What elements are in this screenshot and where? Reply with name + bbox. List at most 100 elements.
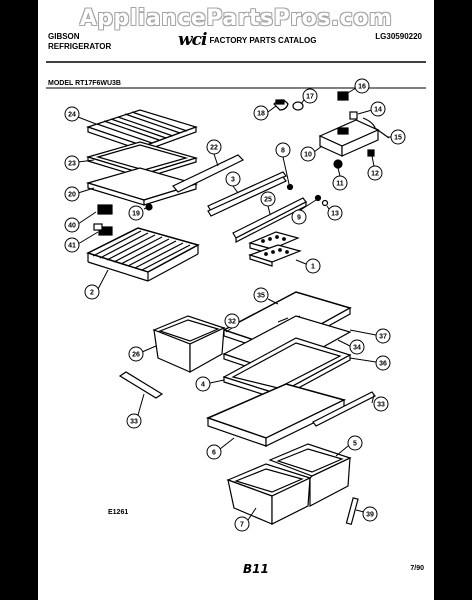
shelf-insert-part <box>85 167 199 206</box>
callout-3: 3 <box>225 171 241 194</box>
catalog-title: FACTORY PARTS CATALOG <box>209 35 317 45</box>
callout-6-label: 6 <box>212 450 216 457</box>
callout-20: 20 <box>64 186 95 202</box>
callout-25: 25 <box>260 191 276 215</box>
shelf-bracket-part <box>172 154 245 193</box>
callout-2-label: 2 <box>90 290 94 297</box>
callout-34-label: 34 <box>353 345 361 352</box>
callout-7-label: 7 <box>240 522 244 529</box>
callout-20-label: 20 <box>68 192 76 199</box>
callout-4-label: 4 <box>201 382 205 389</box>
callout-1-label: 1 <box>311 264 315 271</box>
callout-37: 37 <box>349 328 391 344</box>
callout-18: 18 <box>253 105 277 121</box>
callout-5-label: 5 <box>353 441 357 448</box>
date-label: 7/90 <box>410 565 424 572</box>
callout-24: 24 <box>64 106 97 125</box>
callout-3-label: 3 <box>231 177 235 184</box>
callout-16: 16 <box>345 78 370 95</box>
egg-tray-part <box>248 231 302 267</box>
callout-10-label: 10 <box>304 152 312 159</box>
brand-line-2: REFRIGERATOR <box>48 42 112 51</box>
callout-2: 2 <box>84 269 109 300</box>
callout-40-label: 40 <box>68 223 76 230</box>
watermark: AppliancePartsPros.com <box>79 6 393 31</box>
callout-14-label: 14 <box>374 107 382 114</box>
callout-12-label: 12 <box>371 171 379 178</box>
callout-32-label: 32 <box>228 319 236 326</box>
exploded-view-drawing: 24 23 20 40 41 19 22 3 8 25 9 13 1 2 18 … <box>46 61 426 532</box>
thermostat-knob-part <box>333 159 343 169</box>
crisper-drawers-part <box>226 443 352 525</box>
callout-22: 22 <box>206 139 222 167</box>
callout-25-label: 25 <box>264 197 272 204</box>
callout-1: 1 <box>295 258 321 274</box>
callout-34: 34 <box>337 339 365 355</box>
callout-23-label: 23 <box>68 161 76 168</box>
handle-part <box>345 497 359 526</box>
meat-drawer-part <box>152 315 226 374</box>
drawer-rail-left-part <box>118 371 164 399</box>
light-socket-part <box>273 99 304 111</box>
callout-18-label: 18 <box>257 111 265 118</box>
callout-33-right-label: 33 <box>377 402 385 409</box>
page-label: B11 <box>243 562 269 576</box>
callout-32: 32 <box>224 313 240 333</box>
callout-17-label: 17 <box>306 94 314 101</box>
brand-label: GIBSON REFRIGERATOR <box>48 32 111 52</box>
switch-part <box>337 91 349 101</box>
washer-part <box>321 199 329 207</box>
callout-22-label: 22 <box>210 145 218 152</box>
callout-41-label: 41 <box>68 243 76 250</box>
stop-part <box>286 183 294 191</box>
callout-12: 12 <box>367 155 383 181</box>
callout-33-right: 33 <box>371 394 389 412</box>
callout-33-left-label: 33 <box>130 419 138 426</box>
callout-40: 40 <box>64 211 97 233</box>
callout-13-label: 13 <box>331 211 339 218</box>
callout-35-label: 35 <box>257 293 265 300</box>
callout-16-label: 16 <box>358 84 366 91</box>
wire-shelf-part <box>86 227 200 282</box>
nut-part <box>314 194 322 202</box>
callout-11-label: 11 <box>336 181 344 188</box>
callout-41: 41 <box>64 231 99 253</box>
callout-15-label: 15 <box>394 135 402 142</box>
shelf-rail-part <box>207 171 287 217</box>
clip-parts <box>93 204 113 236</box>
callout-15: 15 <box>388 129 406 145</box>
callout-13: 13 <box>326 205 343 221</box>
callout-39-label: 39 <box>366 512 374 519</box>
callout-17: 17 <box>300 88 318 105</box>
callout-6: 6 <box>206 437 235 460</box>
catalog-header: wci FACTORY PARTS CATALOG <box>178 30 316 50</box>
clip-12-part <box>367 149 375 157</box>
parts-diagram-page: AppliancePartsPros.com GIBSON REFRIGERAT… <box>38 0 434 600</box>
callout-26-label: 26 <box>132 352 140 359</box>
callout-36-label: 36 <box>379 361 387 368</box>
callout-9-label: 9 <box>297 215 301 222</box>
wci-logo: wci <box>178 30 207 50</box>
shelf-track-part <box>232 197 307 243</box>
screw-part <box>145 203 153 211</box>
callout-14: 14 <box>357 101 386 117</box>
drawer-rail-right-part <box>312 391 376 427</box>
callout-8-label: 8 <box>281 148 285 155</box>
callout-9: 9 <box>291 199 317 225</box>
catalog-number: LG30590220 <box>375 32 422 41</box>
callout-26: 26 <box>128 345 157 362</box>
callout-19-label: 19 <box>132 211 140 218</box>
callout-33-left: 33 <box>126 393 145 429</box>
callout-36: 36 <box>349 355 391 371</box>
callout-5: 5 <box>335 435 363 457</box>
callout-24-label: 24 <box>68 112 76 119</box>
callout-10: 10 <box>300 145 323 162</box>
callout-7: 7 <box>234 507 257 532</box>
callout-37-label: 37 <box>379 334 387 341</box>
callout-35: 35 <box>253 287 279 305</box>
callout-4: 4 <box>195 376 225 392</box>
callout-23: 23 <box>64 155 95 171</box>
control-housing-part <box>318 119 380 157</box>
callout-19: 19 <box>128 205 149 221</box>
callout-39: 39 <box>355 506 378 522</box>
